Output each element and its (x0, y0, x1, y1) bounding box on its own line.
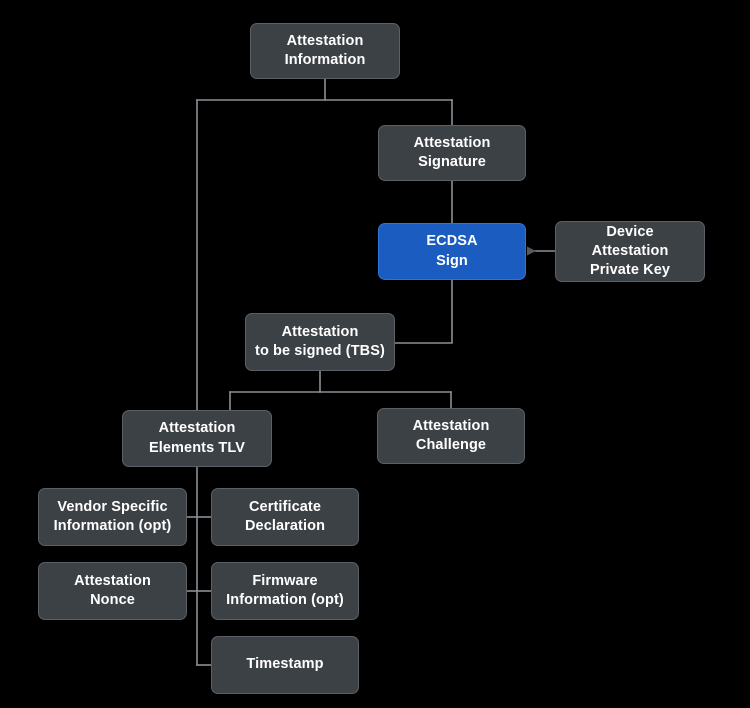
node-label-attestation-to-be-signed: Attestation to be signed (TBS) (255, 323, 385, 359)
node-attestation-nonce[interactable]: Attestation Nonce (38, 562, 187, 620)
node-label-ecdsa-sign: ECDSA Sign (426, 233, 478, 269)
node-label-attestation-signature: Attestation Signature (413, 134, 491, 170)
node-attestation-signature[interactable]: Attestation Signature (378, 125, 526, 181)
node-attestation-to-be-signed[interactable]: Attestation to be signed (TBS) (245, 313, 395, 371)
node-label-certificate-declaration: Certificate Declaration (244, 498, 326, 534)
node-vendor-specific-information[interactable]: Vendor Specific Information (opt) (38, 488, 187, 546)
node-attestation-information[interactable]: Attestation Information (250, 23, 400, 79)
node-device-attestation-private-key[interactable]: Device Attestation Private Key (555, 221, 705, 282)
edge-ecdsa-to-tbs (394, 279, 453, 344)
node-label-attestation-elements-tlv: Attestation Elements TLV (148, 420, 245, 456)
node-label-firmware-information: Firmware Information (opt) (226, 572, 344, 608)
node-label-vendor-specific-information: Vendor Specific Information (opt) (53, 498, 172, 534)
node-ecdsa-sign[interactable]: ECDSA Sign (378, 223, 526, 280)
node-certificate-declaration[interactable]: Certificate Declaration (211, 488, 359, 546)
node-label-attestation-information: Attestation Information (284, 32, 366, 68)
node-firmware-information[interactable]: Firmware Information (opt) (211, 562, 359, 620)
node-label-timestamp: Timestamp (246, 656, 324, 673)
node-label-attestation-challenge: Attestation Challenge (412, 417, 490, 453)
node-label-device-attestation-private-key: Device Attestation Private Key (589, 223, 671, 279)
node-label-attestation-nonce: Attestation Nonce (74, 572, 151, 608)
node-attestation-challenge[interactable]: Attestation Challenge (377, 408, 525, 464)
node-timestamp[interactable]: Timestamp (211, 636, 359, 694)
node-attestation-elements-tlv[interactable]: Attestation Elements TLV (122, 410, 272, 467)
